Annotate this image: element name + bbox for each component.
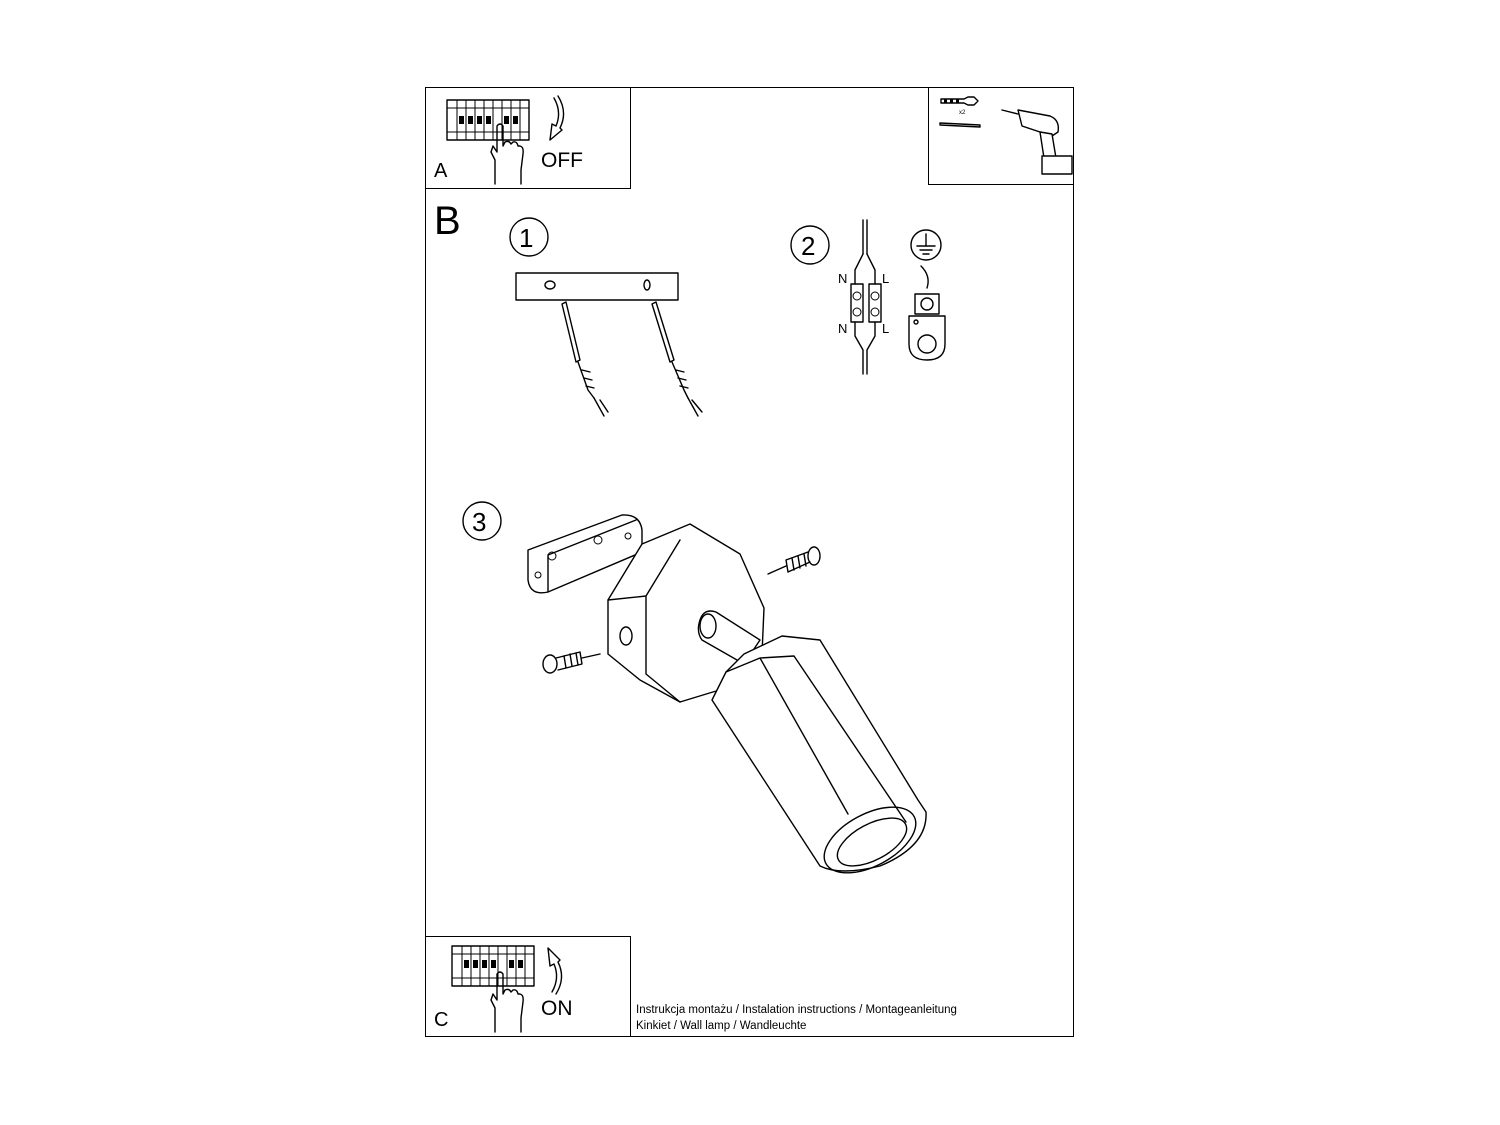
wire-l-top: L xyxy=(882,271,890,286)
off-label: OFF xyxy=(541,149,583,172)
step-3-circle-icon xyxy=(462,501,502,541)
terminal-block-wiring xyxy=(850,219,882,375)
panel-a xyxy=(425,87,631,189)
hand-on-icon xyxy=(490,971,524,1033)
on-label: ON xyxy=(541,997,573,1020)
hand-icon xyxy=(490,123,524,185)
arrow-down-icon xyxy=(549,95,565,141)
step-2-number: 2 xyxy=(801,231,816,261)
step-1-number: 1 xyxy=(519,223,534,253)
wire-l-bottom: L xyxy=(882,321,890,336)
ground-symbol-icon xyxy=(910,229,942,261)
wall-lamp-assembly xyxy=(527,514,927,874)
caption-line-1: Instrukcja montażu / Instalation instruc… xyxy=(636,1004,957,1016)
panel-c-letter: C xyxy=(434,1009,449,1031)
circuit-breaker-on-icon xyxy=(451,945,535,987)
drill-icon xyxy=(1001,109,1073,175)
step-1-circle-icon xyxy=(509,217,549,257)
panel-b-letter: B xyxy=(434,199,461,243)
step-2-circle-icon xyxy=(790,225,830,265)
arrow-up-icon xyxy=(547,947,563,995)
wall-plug-icon xyxy=(939,96,981,128)
caption: Instrukcja montażu / Instalation instruc… xyxy=(636,1003,957,1034)
caption-line-2: Kinkiet / Wall lamp / Wandleuchte xyxy=(636,1019,807,1032)
anchor-count: x2 xyxy=(959,110,966,116)
ground-terminal-icon xyxy=(908,265,946,361)
wire-n-bottom: N xyxy=(838,321,848,336)
mounting-bar-with-anchors xyxy=(515,272,703,417)
panel-a-letter: A xyxy=(434,160,448,182)
circuit-breaker-icon xyxy=(446,99,530,141)
step-3-number: 3 xyxy=(472,507,487,537)
wire-n-top: N xyxy=(838,271,848,286)
